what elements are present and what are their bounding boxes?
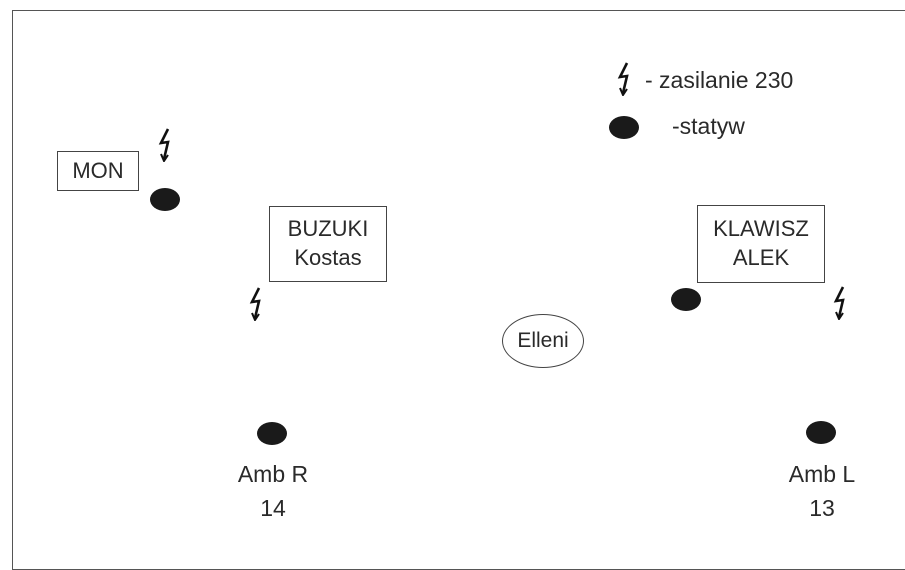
stage-plot: - zasilanie 230 -statyw MON BUZUKI Kosta… <box>12 10 905 570</box>
klawisz-player-label: ALEK <box>732 245 790 270</box>
elleni-circle: Elleni <box>502 314 584 368</box>
buzuki-player-label: Kostas <box>294 245 362 270</box>
power-bolt-icon <box>617 62 629 96</box>
stand-dot-klawisz <box>671 288 701 311</box>
amb-l-number: 13 <box>809 495 835 521</box>
power-bolt-icon <box>158 128 170 162</box>
stand-dot-amb-r <box>257 422 287 445</box>
amb-r-label: Amb R <box>237 461 309 487</box>
legend-power-label: - zasilanie 230 <box>645 67 794 93</box>
stand-dot-icon <box>609 116 639 139</box>
klawisz-box: KLAWISZ ALEK <box>697 205 825 283</box>
power-bolt-icon <box>833 286 845 320</box>
mon-box: MON <box>57 151 139 191</box>
amb-l-label: Amb L <box>788 461 856 487</box>
klawisz-label: KLAWISZ <box>713 216 809 242</box>
power-bolt-icon <box>249 287 261 321</box>
mon-label: MON <box>72 157 124 183</box>
elleni-label: Elleni <box>517 329 569 352</box>
stand-dot-amb-l <box>806 421 836 444</box>
buzuki-label: BUZUKI <box>287 216 369 242</box>
stand-dot-mon <box>150 188 180 211</box>
legend-stand-label: -statyw <box>672 113 745 139</box>
buzuki-box: BUZUKI Kostas <box>269 206 387 282</box>
amb-r-number: 14 <box>260 495 286 521</box>
